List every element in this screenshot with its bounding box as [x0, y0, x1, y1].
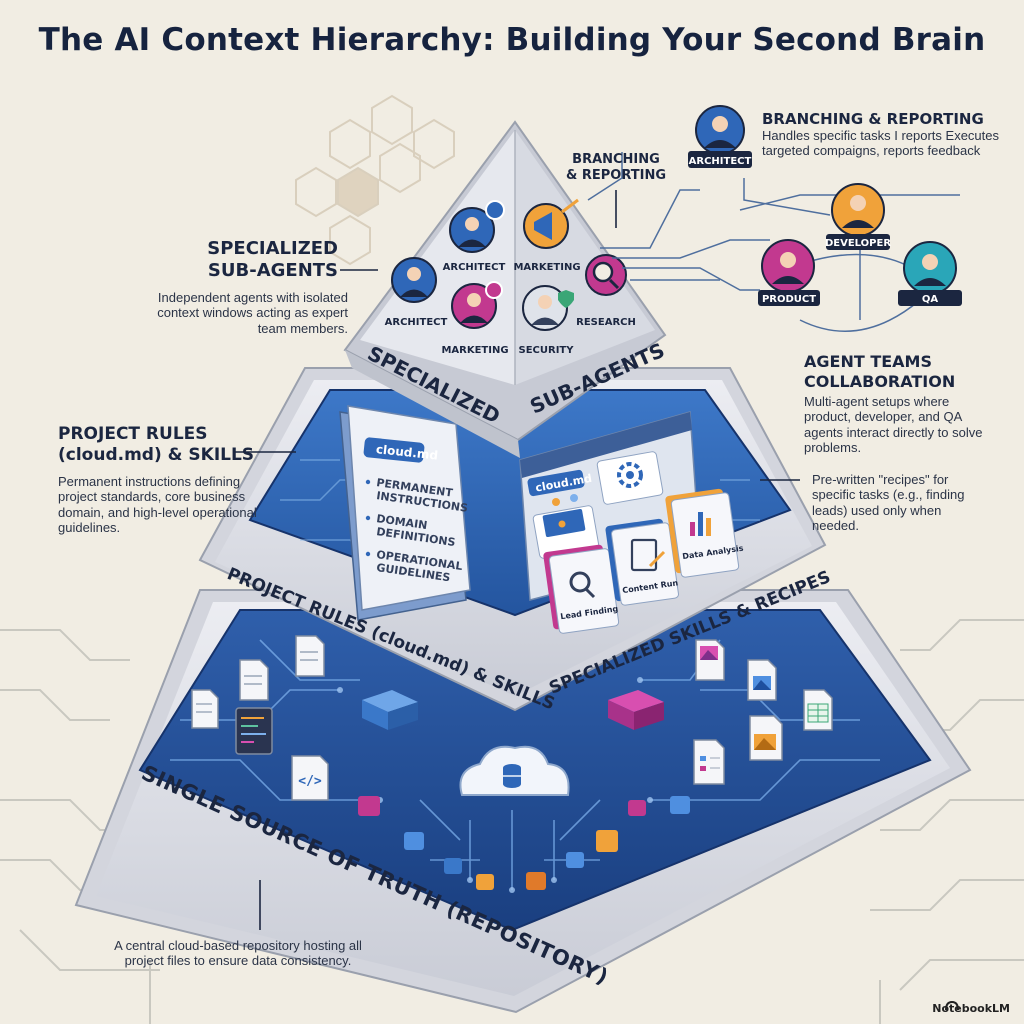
skills-panel: cloud.md Lead Finding [519, 411, 744, 634]
team-member-product [758, 239, 820, 306]
branching-left-heading: BRANCHING & REPORTING [560, 152, 672, 184]
sub-agents-heading-line1: SPECIALIZED [207, 238, 338, 259]
branching-right-description: Handles specific tasks I reports Execute… [762, 128, 999, 159]
agent-teams-heading-line1: AGENT TEAMS [804, 352, 932, 371]
project-rules-description: Permanent instructions defining project … [58, 474, 257, 535]
project-rules-heading-line1: PROJECT RULES [58, 424, 208, 444]
cloud-database-icon [459, 745, 570, 796]
agent-teams-description: Multi-agent setups where product, develo… [804, 394, 983, 455]
branching-left-line2: & REPORTING [565, 167, 666, 183]
team-label-product: PRODUCT [762, 294, 816, 305]
project-rules-heading-line2: (cloud.md) & SKILLS [58, 444, 255, 465]
project-rules-heading: PROJECT RULES (cloud.md) & SKILLS [58, 424, 254, 465]
team-label-architect: ARCHITECT [689, 156, 752, 167]
sub-agents-heading-line2: SUB-AGENTS [207, 259, 338, 281]
svg-text:</>: </> [298, 774, 322, 789]
agent-research [585, 254, 627, 296]
recipe-cards: Lead Finding Content Run Data Analysis [543, 488, 744, 634]
file-node-cubes [358, 690, 690, 890]
team-label-qa: QA [922, 294, 939, 305]
repository-description: A central cloud-based repository hosting… [114, 938, 362, 969]
sub-agents-heading: SPECIALIZED SUB-AGENTS [207, 238, 338, 282]
branching-right-heading: BRANCHING & REPORTING [762, 110, 984, 128]
branching-left-line1: BRANCHING [572, 152, 660, 167]
team-member-developer [826, 183, 890, 250]
agent-team-connectors [587, 152, 960, 332]
callout-leader-lines [234, 190, 800, 930]
agent-teams-heading-line2: COLLABORATION [804, 371, 956, 391]
agent-marketing-bottom [451, 281, 503, 329]
middle-tier: cloud.md PERMANENT INSTRUCTIONS DOMAIN D… [198, 367, 833, 714]
team-member-qa [898, 241, 962, 306]
hexagon-decoration [295, 94, 455, 266]
agent-label-architect-left: ARCHITECT [385, 317, 448, 328]
agent-label-marketing-bottom: MARKETING [441, 345, 508, 356]
agent-label-research: RESEARCH [576, 317, 636, 328]
agent-architect-left [391, 257, 437, 303]
team-member-architect [688, 105, 752, 168]
toolbox-icon [542, 494, 586, 537]
team-label-developer: DEVELOPER [825, 238, 891, 249]
notebooklm-logo-icon [945, 1000, 959, 1011]
agent-label-marketing-top: MARKETING [513, 262, 580, 273]
agent-marketing-top [523, 198, 579, 249]
recipes-description: Pre-written "recipes" for specific tasks… [812, 472, 965, 533]
gear-icon [617, 462, 643, 488]
page-title: The AI Context Hierarchy: Building Your … [38, 22, 986, 58]
base-tier: </> SINGLE SOURCE OF TRUTH (REPOSITORY) [74, 589, 972, 1014]
agent-architect-top [449, 200, 505, 253]
brand-label: NotebookLM [932, 1002, 1010, 1015]
image-file-icons [700, 646, 829, 771]
agent-label-security: SECURITY [519, 345, 575, 356]
sub-agents-description: Independent agents with isolated context… [157, 290, 348, 336]
agent-label-architect-top: ARCHITECT [443, 262, 506, 273]
agent-security [522, 285, 574, 331]
background-circuit-traces [0, 619, 1024, 1024]
code-editor-icon [235, 707, 273, 755]
cloud-md-book: cloud.md PERMANENT INSTRUCTIONS DOMAIN D… [339, 405, 471, 621]
agent-teams-heading: AGENT TEAMS COLLABORATION [804, 352, 955, 391]
book-tab-label: cloud.md [375, 442, 438, 462]
